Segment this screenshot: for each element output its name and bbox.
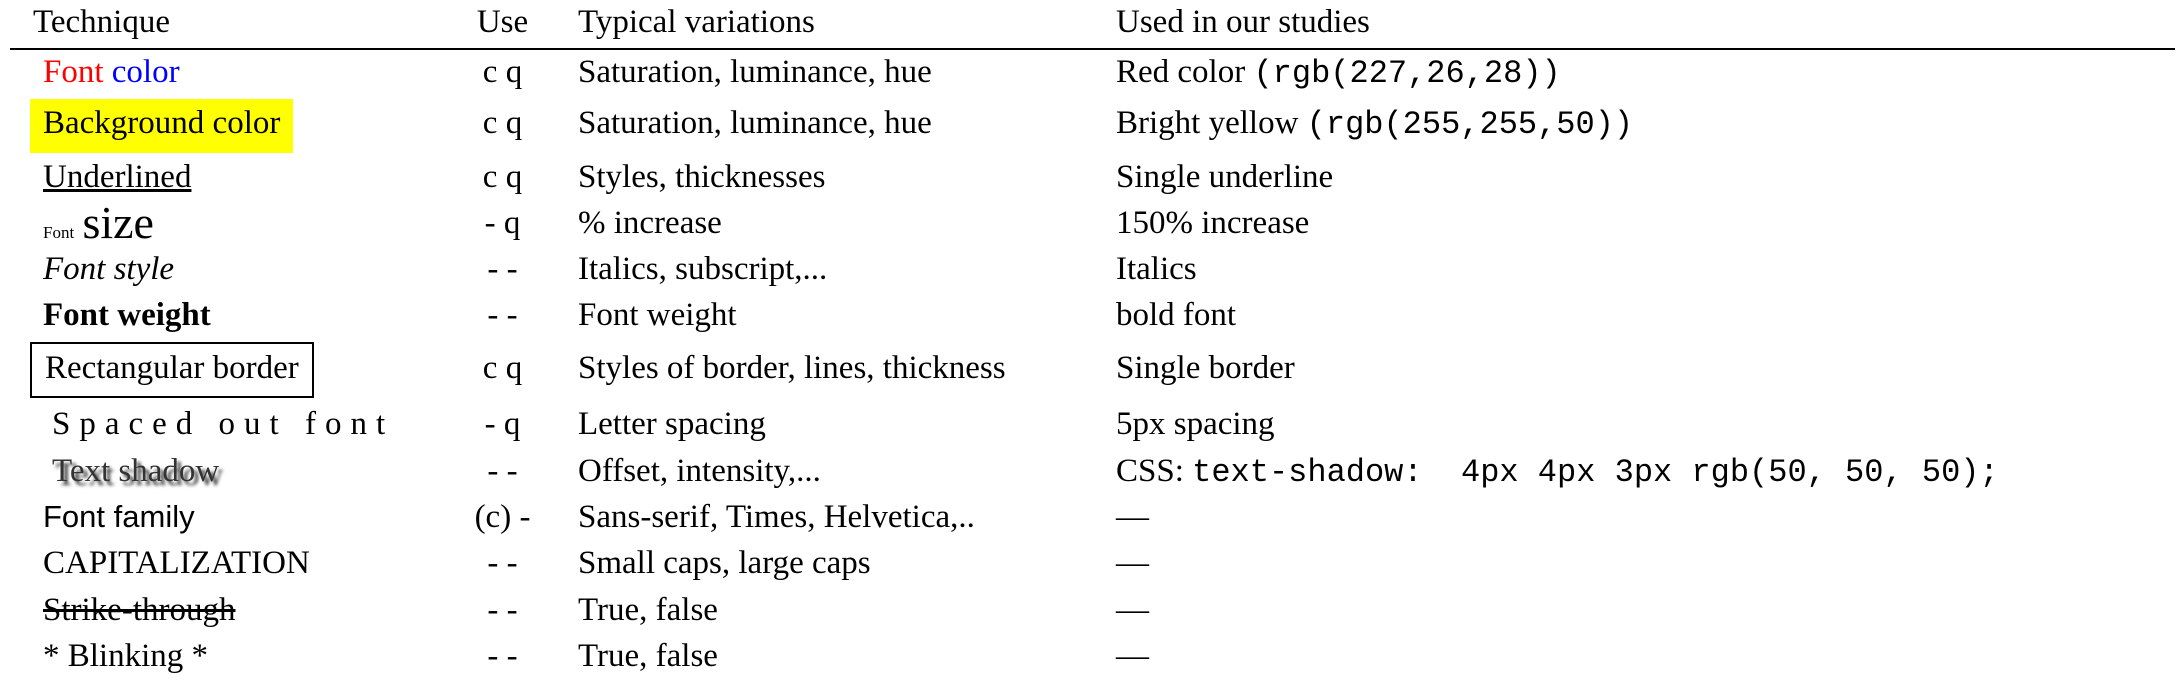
technique-font-style: Font style	[43, 251, 175, 287]
studies-background-color-text: Bright yellow	[1116, 105, 1307, 141]
studies-font-family: —	[1116, 499, 1149, 535]
use-capitalization: - -	[487, 545, 518, 581]
studies-rectangular-border: Single border	[1116, 350, 1295, 386]
header-rule	[10, 48, 2175, 50]
studies-blinking: —	[1116, 638, 1149, 674]
technique-font-family: Font family	[43, 499, 195, 534]
studies-text-shadow-text: CSS:	[1116, 453, 1193, 489]
background-color-label: Background color	[30, 99, 294, 153]
technique-background-color: Background color	[30, 99, 294, 153]
studies-capitalization: —	[1116, 545, 1149, 581]
use-rectangular-border: c q	[482, 350, 523, 386]
variations-font-style: Italics, subscript,...	[578, 251, 828, 287]
variations-capitalization: Small caps, large caps	[578, 545, 871, 581]
studies-text-shadow: CSS: text-shadow: 4px 4px 3px rgb(50, 50…	[1116, 451, 1999, 493]
technique-underlined: Underlined	[43, 159, 192, 195]
technique-font-weight: Font weight	[43, 297, 211, 333]
studies-font-style: Italics	[1116, 251, 1197, 287]
technique-strike-through: Strike-through	[43, 592, 236, 628]
header-studies: Used in our studies	[1116, 4, 1370, 40]
header-technique: Technique	[33, 4, 170, 40]
variations-font-family: Sans-serif, Times, Helvetica,..	[578, 499, 975, 535]
technique-font-size: Font size	[43, 200, 154, 253]
font-size-small-word: Font	[43, 223, 75, 242]
header-variations: Typical variations	[578, 4, 815, 40]
variations-font-size: % increase	[578, 205, 722, 241]
studies-font-size: 150% increase	[1116, 205, 1310, 241]
technique-capitalization: CAPITALIZATION	[43, 545, 310, 581]
variations-text-shadow: Offset, intensity,...	[578, 453, 821, 489]
variations-rectangular-border: Styles of border, lines, thickness	[578, 350, 1006, 386]
studies-font-color-text: Red color	[1116, 54, 1254, 90]
use-text-shadow: - -	[487, 453, 518, 489]
use-blinking: - -	[487, 638, 518, 674]
font-color-word-color: color	[111, 54, 180, 90]
use-font-color: c q	[482, 54, 523, 90]
studies-font-weight: bold font	[1116, 297, 1237, 333]
use-spaced-out-font: - q	[484, 406, 521, 442]
technique-spaced-out-font: Spaced out font	[52, 406, 395, 442]
studies-background-color: Bright yellow (rgb(255,255,50))	[1116, 103, 1633, 145]
technique-rectangular-border: Rectangular border	[30, 342, 314, 398]
font-size-big-word: size	[82, 197, 154, 248]
technique-blinking: * Blinking *	[43, 638, 209, 674]
use-font-weight: - -	[487, 297, 518, 333]
use-font-style: - -	[487, 251, 518, 287]
rectangular-border-label: Rectangular border	[30, 342, 314, 398]
font-color-word-font: Font	[43, 54, 104, 90]
variations-blinking: True, false	[578, 638, 718, 674]
variations-font-weight: Font weight	[578, 297, 737, 333]
technique-text-shadow: Text shadow	[52, 453, 220, 489]
variations-spaced-out-font: Letter spacing	[578, 406, 766, 442]
use-strike-through: - -	[487, 592, 518, 628]
variations-underlined: Styles, thicknesses	[578, 159, 826, 195]
variations-background-color: Saturation, luminance, hue	[578, 105, 932, 141]
studies-strike-through: —	[1116, 592, 1149, 628]
studies-spaced-out-font: 5px spacing	[1116, 406, 1275, 442]
studies-font-color: Red color (rgb(227,26,28))	[1116, 52, 1561, 94]
studies-underlined: Single underline	[1116, 159, 1334, 195]
use-underlined: c q	[482, 159, 523, 195]
use-font-size: - q	[484, 205, 521, 241]
technique-font-color: Font color	[43, 52, 180, 92]
use-font-family: (c) -	[474, 499, 531, 535]
studies-font-color-code: (rgb(227,26,28))	[1253, 55, 1561, 92]
variations-font-color: Saturation, luminance, hue	[578, 54, 932, 90]
use-background-color: c q	[482, 105, 523, 141]
variations-strike-through: True, false	[578, 592, 718, 628]
studies-background-color-code: (rgb(255,255,50))	[1306, 106, 1634, 143]
header-use: Use	[476, 4, 529, 40]
studies-text-shadow-code: text-shadow: 4px 4px 3px rgb(50, 50, 50)…	[1192, 454, 1999, 491]
